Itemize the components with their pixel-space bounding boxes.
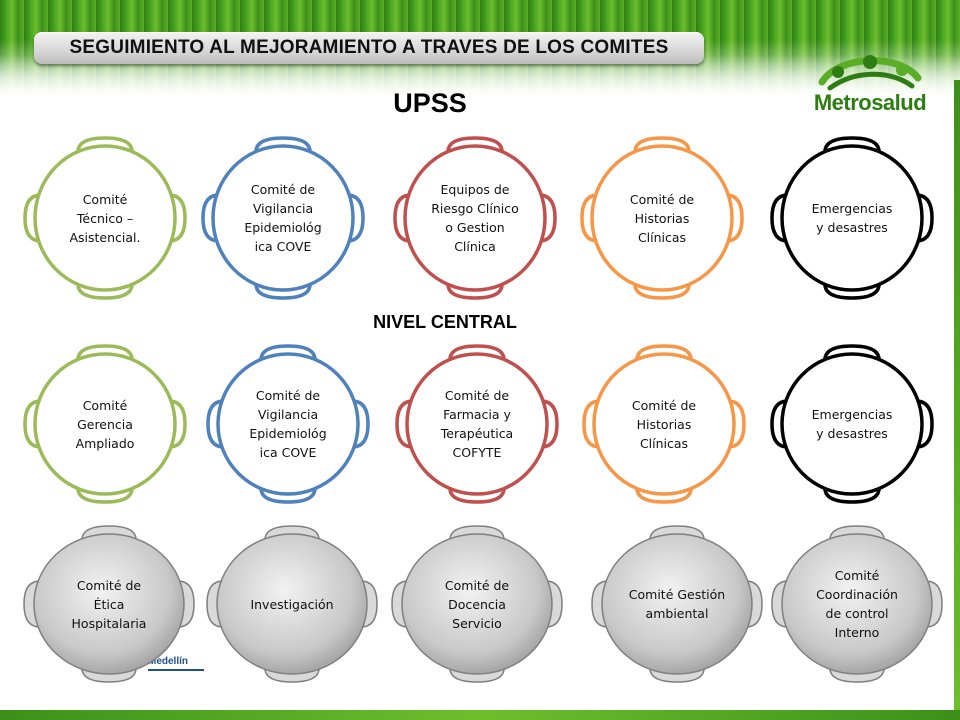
slide-title: SEGUIMIENTO AL MEJORAMIENTO A TRAVES DE … [69, 37, 669, 58]
table-top-circle [401, 533, 553, 675]
table-top-circle [33, 533, 185, 675]
committee-label: Equipos de Riesgo Clínico o Gestion Clín… [431, 182, 519, 254]
committee-label: Comité Técnico – Asistencial. [69, 191, 141, 245]
table-top-circle [403, 144, 547, 292]
committee-label: Comité de Ética Hospitalaria [71, 577, 147, 631]
metrosalud-logo: Metrosalud [800, 48, 940, 128]
table-top-circle [781, 533, 933, 675]
table-top-circle [590, 144, 734, 292]
table-top-circle [33, 352, 177, 496]
committee-label: Comité de Vigilancia Epidemiológ ica COV… [249, 388, 327, 460]
committee-label: Comité de Farmacia y Terapéutica COFYTE [440, 388, 514, 460]
table-top-circle [601, 533, 753, 675]
committee-label: Comité de Docencia Servicio [444, 577, 510, 631]
table-top-circle [216, 352, 360, 496]
title-bar: SEGUIMIENTO AL MEJORAMIENTO A TRAVES DE … [34, 32, 704, 64]
medellin-footer-logo: Medellín [148, 656, 205, 671]
committee-label: Emergencias y desastres [811, 201, 893, 235]
logo-people-icon [818, 55, 922, 91]
committee-label: Comité de Historias Clínicas [631, 397, 697, 451]
table-top-circle [216, 533, 368, 675]
nivel-central-heading: NIVEL CENTRAL [373, 312, 517, 332]
table-top-circle [780, 144, 924, 292]
logo-wordmark: Metrosalud [813, 90, 927, 115]
right-decorative-band [954, 80, 960, 720]
upss-heading: UPSS [393, 88, 467, 118]
committee-label: Investigación [250, 596, 334, 612]
committee-label: Comité Gerencia Ampliado [75, 397, 135, 451]
committee-label: Comité Gestión ambiental [628, 587, 726, 621]
table-top-circle [592, 352, 736, 496]
table-top-circle [211, 144, 355, 292]
table-top-circle [780, 352, 924, 496]
committee-label: Comité de Historias Clínicas [629, 191, 695, 245]
committee-label: Comité de Vigilancia Epidemiológ ica COV… [244, 182, 322, 254]
table-top-circle [33, 144, 177, 292]
table-top-circle [405, 352, 549, 496]
bottom-decorative-band [0, 710, 960, 720]
committee-label: Comité Coordinación de control Interno [816, 568, 898, 640]
committee-label: Emergencias y desastres [811, 407, 893, 441]
